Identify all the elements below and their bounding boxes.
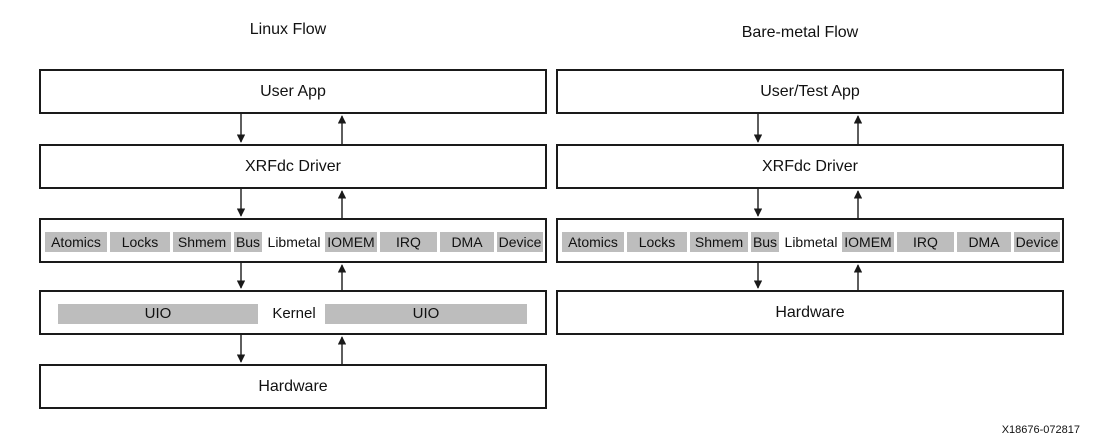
kernel-uio-left: UIO [58,304,258,324]
linux-user-app-label: User App [260,83,326,100]
libmetal-center-label: Libmetal [784,234,838,250]
baremetal-libmetal-box: Atomics Locks Shmem Bus Libmetal IOMEM I… [556,218,1064,263]
baremetal-hardware-label: Hardware [775,304,845,321]
libmetal-shmem: Shmem [173,232,231,252]
libmetal-center-label: Libmetal [267,234,321,250]
libmetal-irq: IRQ [897,232,954,252]
libmetal-device: Device [1014,232,1060,252]
linux-driver-box: XRFdc Driver [39,144,547,189]
libmetal-shmem: Shmem [690,232,748,252]
libmetal-device: Device [497,232,543,252]
baremetal-user-app-label: User/Test App [760,83,860,100]
baremetal-driver-label: XRFdc Driver [761,158,858,175]
libmetal-bus: Bus [234,232,262,252]
baremetal-driver-box: XRFdc Driver [556,144,1064,189]
libmetal-iomem: IOMEM [842,232,894,252]
libmetal-atomics: Atomics [45,232,107,252]
kernel-uio-right: UIO [325,304,527,324]
libmetal-dma: DMA [957,232,1011,252]
libmetal-atomics: Atomics [562,232,624,252]
libmetal-irq: IRQ [380,232,437,252]
linux-flow-title: Linux Flow [249,21,327,38]
baremetal-user-app-box: User/Test App [556,69,1064,114]
linux-hardware-box: Hardware [39,364,547,409]
libmetal-dma: DMA [440,232,494,252]
libmetal-locks: Locks [110,232,170,252]
baremetal-hardware-box: Hardware [556,290,1064,335]
baremetal-flow-title: Bare-metal Flow [741,24,859,41]
libmetal-locks: Locks [627,232,687,252]
linux-hardware-label: Hardware [258,378,328,395]
libmetal-iomem: IOMEM [325,232,377,252]
libmetal-bus: Bus [751,232,779,252]
linux-user-app-box: User App [39,69,547,114]
linux-kernel-box: UIO Kernel UIO [39,290,547,335]
kernel-label: Kernel [272,305,316,322]
linux-libmetal-box: Atomics Locks Shmem Bus Libmetal IOMEM I… [39,218,547,263]
linux-driver-label: XRFdc Driver [244,158,341,175]
figure-id: X18676-072817 [1001,424,1080,436]
